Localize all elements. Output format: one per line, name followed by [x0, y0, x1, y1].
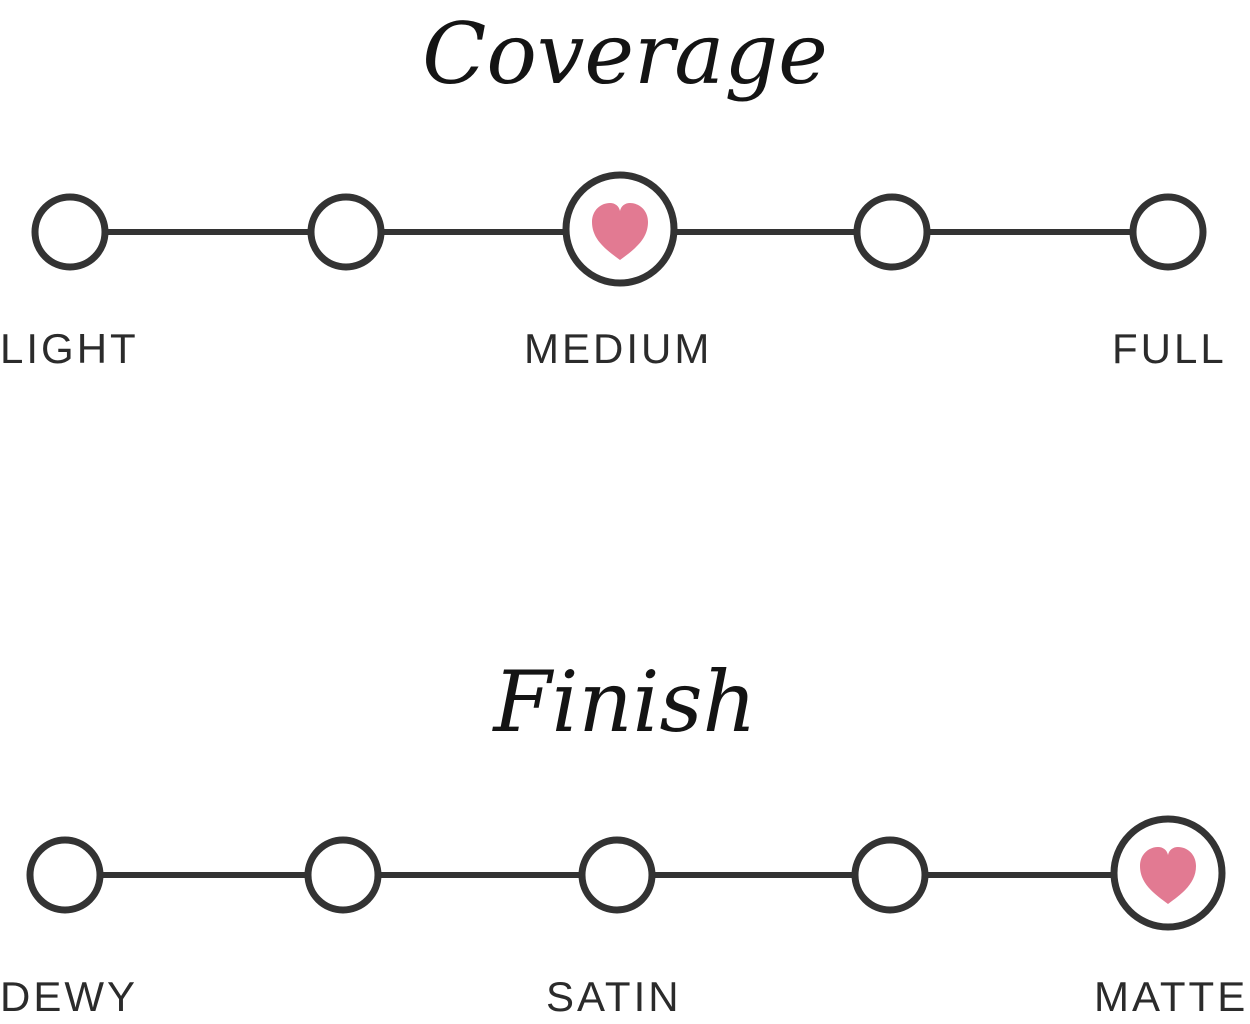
- coverage-step-2[interactable]: [307, 193, 385, 271]
- coverage-step-1[interactable]: [31, 193, 109, 271]
- coverage-step-5[interactable]: [1129, 193, 1207, 271]
- coverage-scale: [31, 171, 1207, 287]
- coverage-step-4[interactable]: [853, 193, 931, 271]
- coverage-label-medium: MEDIUM: [524, 325, 713, 372]
- finish-step-3[interactable]: [578, 836, 656, 914]
- coverage-label-light: LIGHT: [0, 325, 139, 372]
- finish-scale: [26, 815, 1226, 931]
- finish-step-1[interactable]: [26, 836, 104, 914]
- finish-title: Finish: [493, 653, 757, 751]
- finish-step-4[interactable]: [851, 836, 929, 914]
- coverage-title: Coverage: [422, 5, 828, 103]
- finish-step-2[interactable]: [304, 836, 382, 914]
- heart-icon: [1140, 847, 1196, 904]
- finish-label-satin: SATIN: [546, 973, 682, 1020]
- finish-label-dewy: DEWY: [0, 973, 138, 1020]
- finish-label-matte: MATTE: [1094, 973, 1249, 1020]
- coverage-label-full: FULL: [1112, 325, 1227, 372]
- heart-icon: [592, 203, 648, 260]
